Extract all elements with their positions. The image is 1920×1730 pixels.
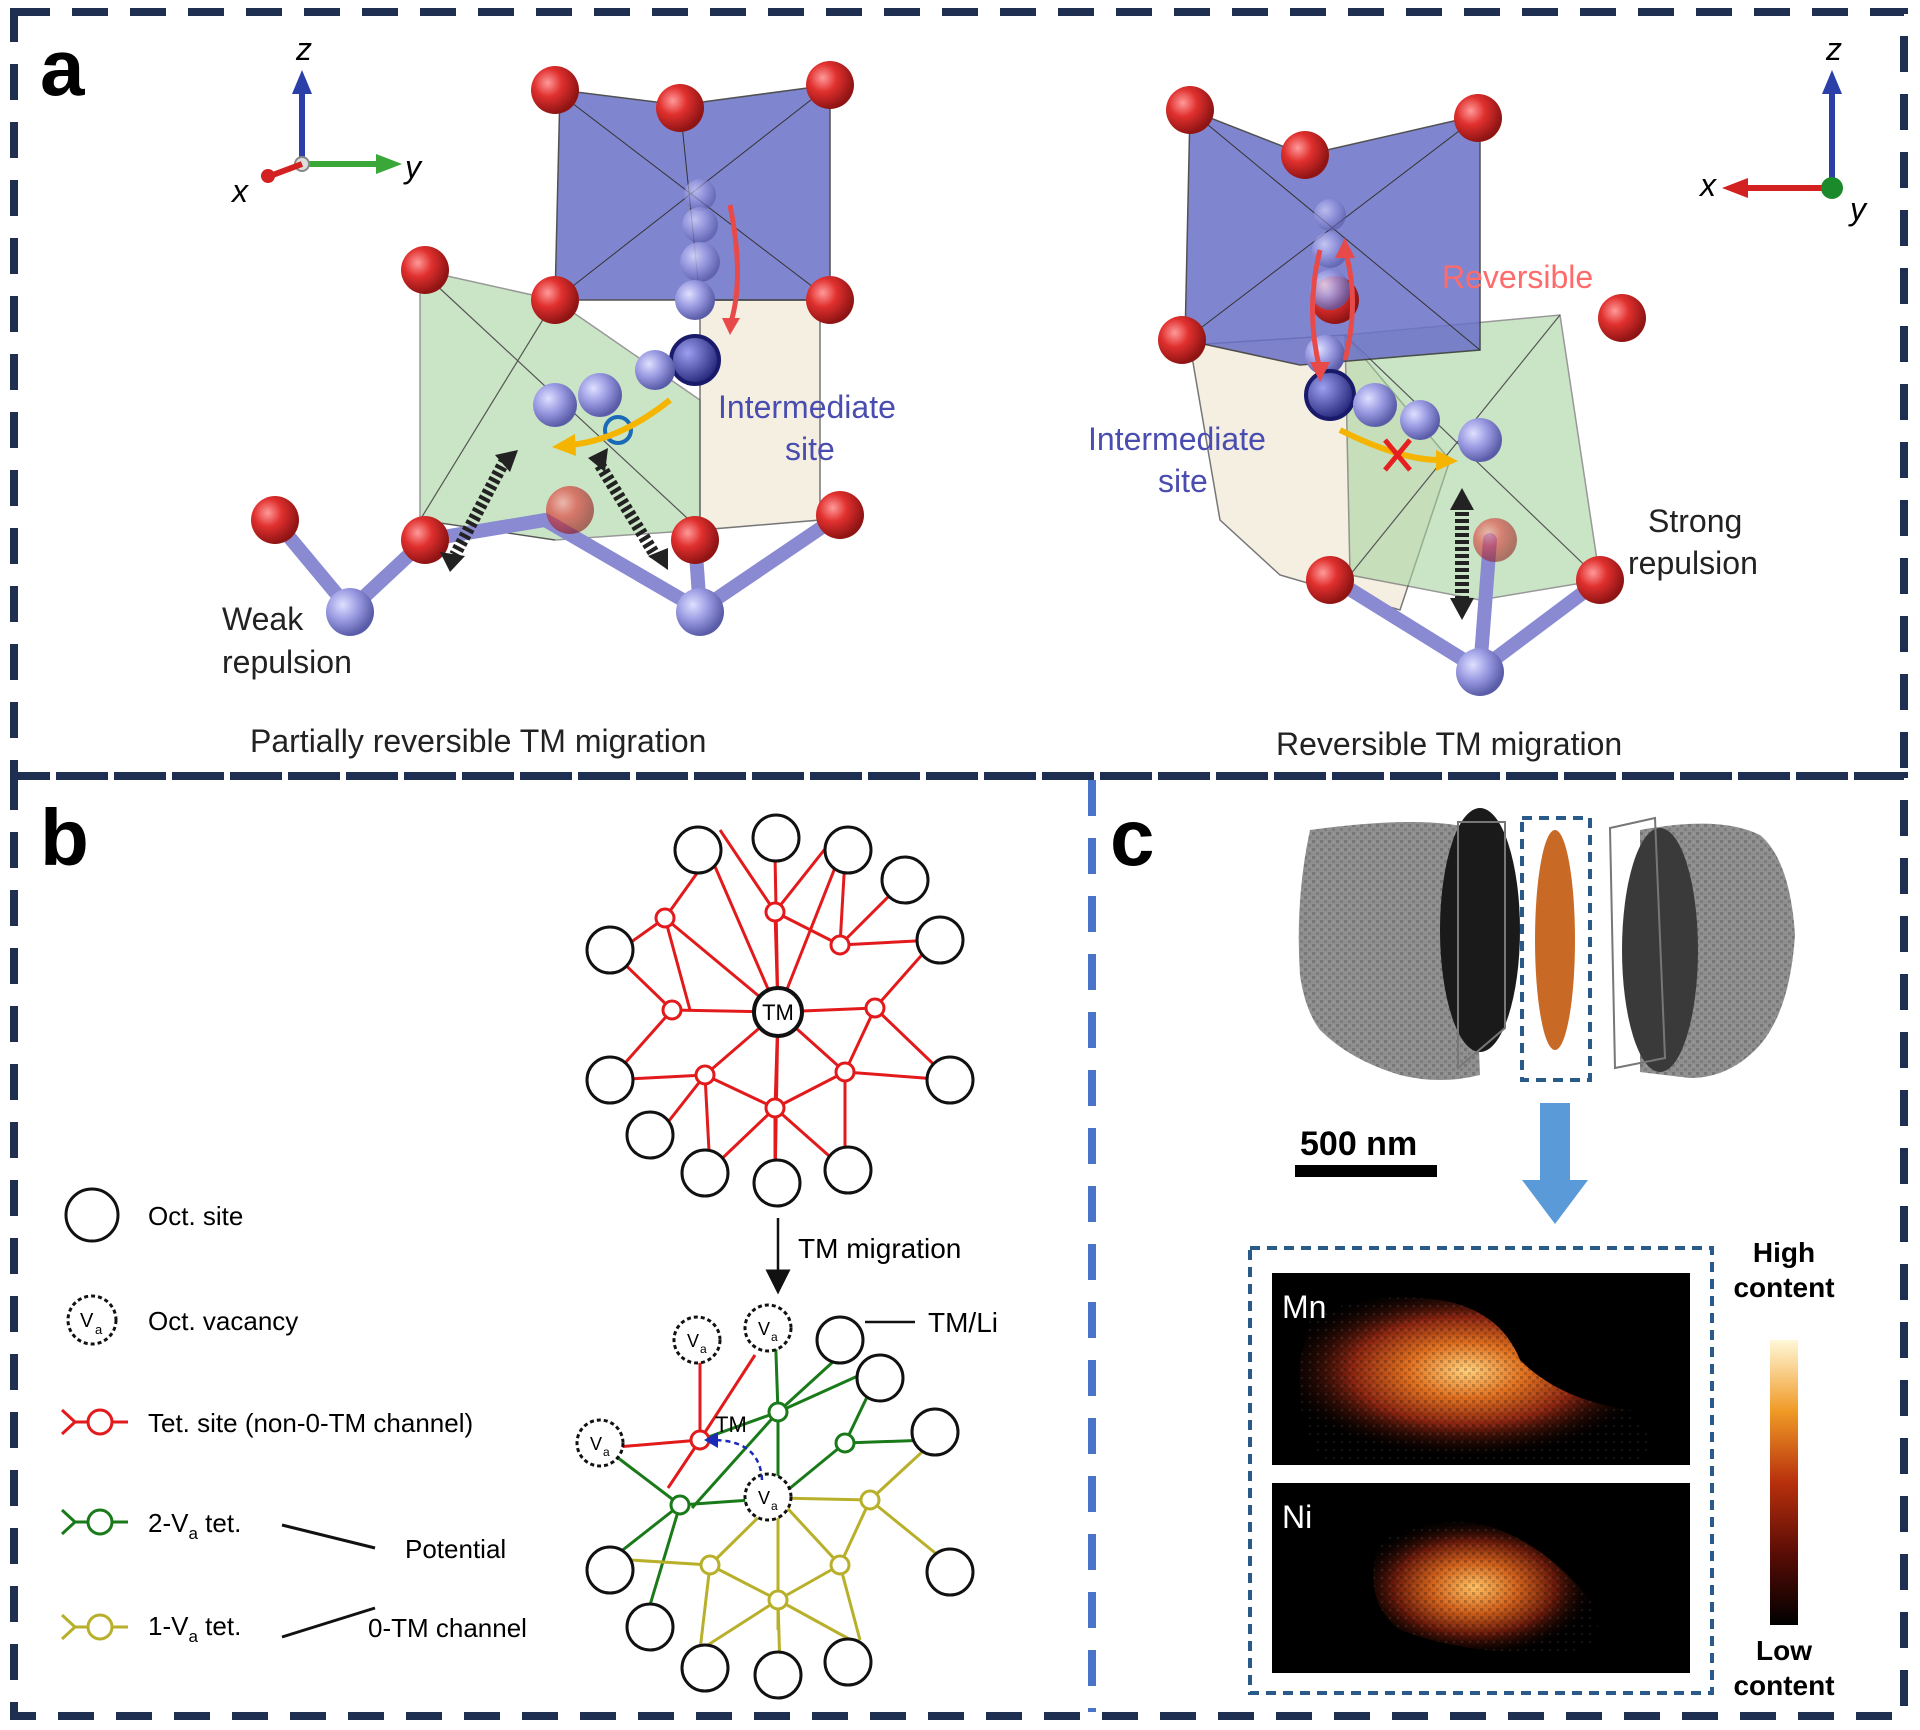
slice-box (1520, 816, 1592, 1082)
svg-text:a: a (771, 1499, 778, 1513)
legend-tet-olive-icon (60, 1613, 128, 1641)
legend-two-va: 2-Va tet. (148, 1508, 241, 1543)
panel-a-letter: a (40, 23, 85, 112)
right-repulsion-1: Strong (1648, 503, 1742, 539)
legend-one-va: 1-Va tet. (148, 1611, 241, 1646)
reversible-label: Reversible (1442, 259, 1593, 295)
panel-a: a z y x (40, 23, 1868, 762)
legend-vacancy-icon (66, 1294, 118, 1346)
colorbar (1770, 1340, 1798, 1625)
colorbar-low-1: Low (1756, 1635, 1812, 1666)
mn-label: Mn (1282, 1289, 1326, 1325)
down-arrow-icon (1522, 1103, 1588, 1224)
legend-oct-vacancy: Oct. vacancy (148, 1306, 298, 1336)
svg-text:V: V (758, 1319, 770, 1339)
scale-bar-label: 500 nm (1300, 1125, 1417, 1163)
left-caption: Partially reversible TM migration (250, 723, 706, 759)
right-migration-arrows (1310, 238, 1474, 620)
right-repulsion-2: repulsion (1628, 545, 1758, 581)
center-tm-site (752, 986, 804, 1038)
right-atoms (1158, 86, 1646, 696)
right-axis-z: z (1825, 31, 1842, 67)
legend-potential: Potential (405, 1534, 506, 1564)
svg-text:a: a (95, 1322, 103, 1337)
svg-text:a: a (603, 1445, 610, 1459)
svg-text:V: V (590, 1434, 602, 1454)
left-migration-arrows (440, 204, 740, 572)
left-axis-y: y (403, 149, 423, 185)
bottom-vacancies (575, 1303, 793, 1522)
panel-b-letter: b (40, 793, 89, 882)
right-caption: Reversible TM migration (1276, 726, 1622, 762)
left-polyhedra (419, 84, 831, 541)
migration-label: TM migration (798, 1233, 961, 1264)
colorbar-high-1: High (1753, 1237, 1815, 1268)
panel-c-letter: c (1110, 793, 1155, 882)
colorbar-high-2: content (1733, 1272, 1834, 1303)
bottom-network-green (604, 1324, 931, 1606)
vacancy-labels: V a V a V a V a (590, 1319, 778, 1513)
right-intermediate-2: site (1158, 463, 1208, 499)
migrating-tm-label: TM (715, 1412, 747, 1437)
particle-left (1298, 808, 1520, 1080)
scale-bar (1295, 1165, 1437, 1177)
right-axis-y: y (1848, 191, 1868, 227)
svg-text:V: V (758, 1488, 770, 1508)
left-repulsion-2: repulsion (222, 644, 352, 680)
panel-frames (10, 8, 1908, 1720)
legend-oct-icon (64, 1187, 120, 1243)
left-axis-z: z (295, 31, 312, 67)
tm-li-label: TM/Li (928, 1307, 998, 1338)
panel-b: b (40, 793, 998, 1700)
svg-text:V: V (80, 1310, 94, 1332)
bottom-oct-sites (585, 1315, 975, 1700)
right-axis-x: x (1698, 167, 1717, 203)
svg-text:a: a (771, 1330, 778, 1344)
right-polyhedra (1184, 108, 1601, 611)
left-repulsion-1: Weak (222, 601, 304, 637)
legend-tet-green-icon (60, 1508, 128, 1536)
right-axes-icon: z x y (1698, 31, 1868, 227)
top-oct-sites (585, 813, 975, 1208)
ni-label: Ni (1282, 1499, 1312, 1535)
tm-hop-arrow (711, 1438, 764, 1481)
maps-box (1248, 1246, 1714, 1695)
legend-tet-red-icon (60, 1408, 128, 1436)
legend-tet-site: Tet. site (non-0-TM channel) (148, 1408, 473, 1438)
left-axis-x: x (230, 173, 249, 209)
ni-map: Ni (1272, 1483, 1690, 1673)
legend-oct-site: Oct. site (148, 1201, 243, 1231)
svg-text:V: V (687, 1331, 699, 1351)
center-tm-label: TM (762, 1000, 794, 1025)
legend: Oct. site V a Oct. vacancy Tet. site (no… (60, 1187, 527, 1646)
left-intermediate-1: Intermediate (718, 389, 896, 425)
mn-map: Mn (1272, 1273, 1690, 1465)
panel-c: c 500 nm Mn (1110, 793, 1835, 1701)
left-atoms (251, 61, 864, 636)
legend-channel: 0-TM channel (368, 1613, 527, 1643)
top-tet-sites (654, 901, 886, 1119)
left-intermediate-2: site (785, 431, 835, 467)
particle-right (1608, 816, 1795, 1078)
right-intermediate-1: Intermediate (1088, 421, 1266, 457)
bottom-tet-sites (669, 1401, 881, 1611)
left-axes-icon: z y x (230, 31, 423, 209)
colorbar-low-2: content (1733, 1670, 1834, 1701)
svg-text:a: a (700, 1342, 707, 1356)
slice-icon (1535, 830, 1575, 1050)
